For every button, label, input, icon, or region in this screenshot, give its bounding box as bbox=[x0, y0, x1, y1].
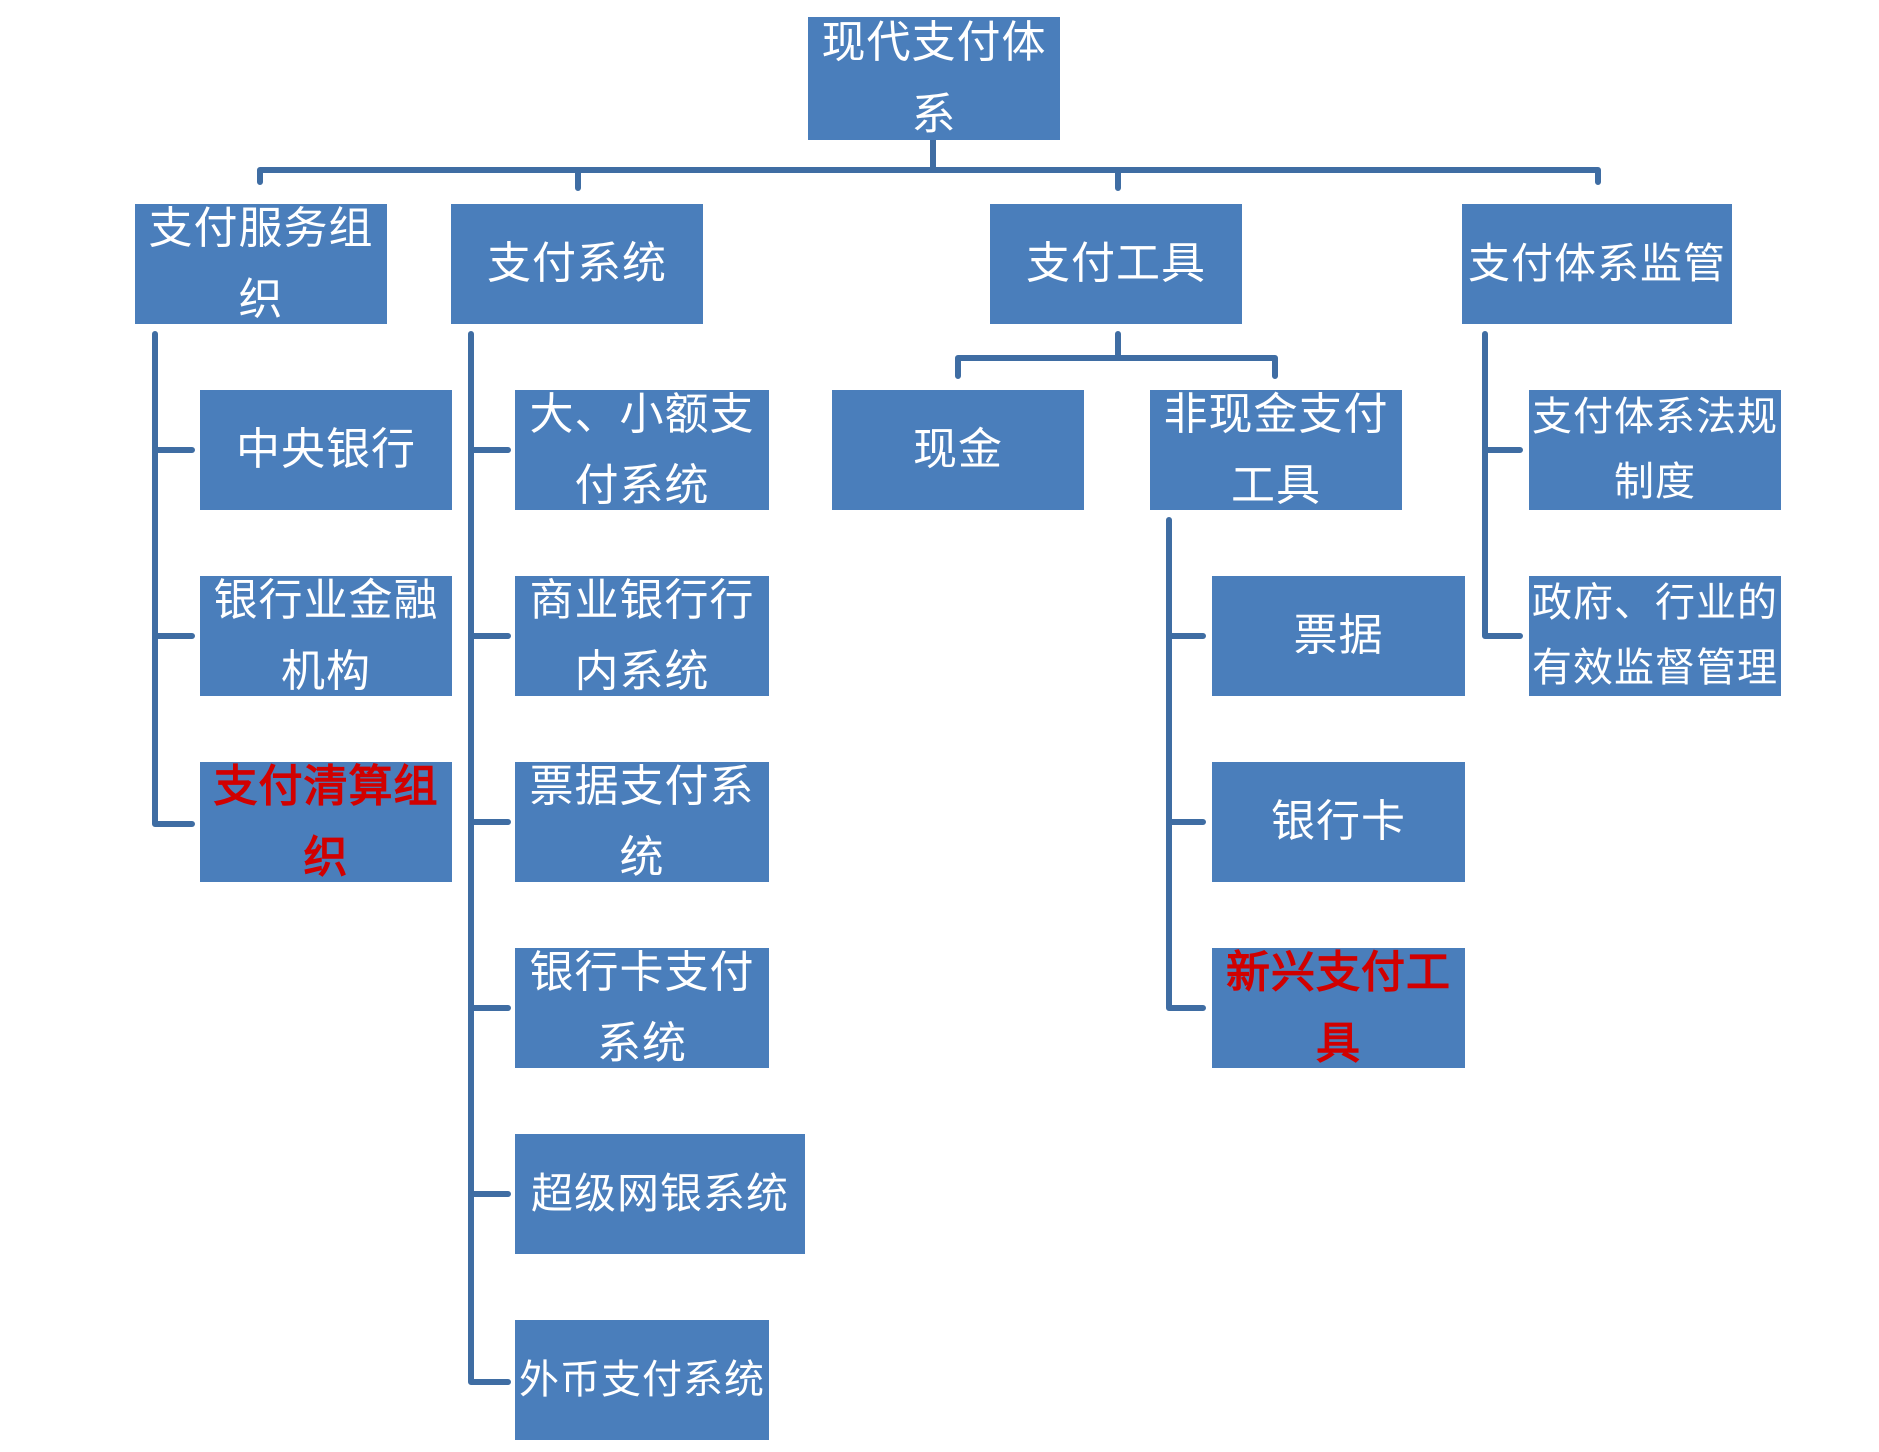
node-tool-noncash: 非现金支付工具 bbox=[1150, 389, 1402, 511]
node-root: 现代支付体系 bbox=[808, 17, 1060, 140]
node-category-supervision: 支付体系监管 bbox=[1462, 204, 1732, 324]
node-org-clearing-organization: 支付清算组织 bbox=[200, 761, 452, 883]
connector-supervision-branch bbox=[1482, 331, 1523, 639]
node-noncash-emerging-tools: 新兴支付工具 bbox=[1212, 947, 1465, 1069]
connector-system-branch bbox=[468, 331, 511, 1385]
node-supervision-government-oversight: 政府、行业的有效监督管理 bbox=[1529, 576, 1781, 696]
node-category-tool: 支付工具 bbox=[990, 204, 1242, 324]
node-noncash-bill: 票据 bbox=[1212, 576, 1465, 696]
connector-noncash-branch bbox=[1166, 517, 1206, 1011]
node-supervision-regulations: 支付体系法规制度 bbox=[1529, 390, 1781, 510]
node-system-foreign-currency: 外币支付系统 bbox=[515, 1320, 769, 1440]
node-category-system: 支付系统 bbox=[451, 204, 703, 324]
node-system-commercial-bank-internal: 商业银行行内系统 bbox=[515, 575, 769, 697]
node-noncash-bank-card: 银行卡 bbox=[1212, 762, 1465, 882]
node-tool-cash: 现金 bbox=[832, 390, 1084, 510]
node-system-super-ebank: 超级网银系统 bbox=[515, 1134, 805, 1254]
node-org-banking-institutions: 银行业金融机构 bbox=[200, 575, 452, 697]
connector-org-branch bbox=[152, 331, 195, 827]
node-system-bill-payment: 票据支付系统 bbox=[515, 761, 769, 883]
node-category-org: 支付服务组织 bbox=[135, 203, 387, 325]
node-org-central-bank: 中央银行 bbox=[200, 390, 452, 510]
node-system-bank-card-payment: 银行卡支付系统 bbox=[515, 947, 769, 1069]
connector-root-bus bbox=[257, 137, 1601, 191]
connector-tool-branch bbox=[955, 331, 1278, 379]
node-system-large-small-value: 大、小额支付系统 bbox=[515, 389, 769, 511]
